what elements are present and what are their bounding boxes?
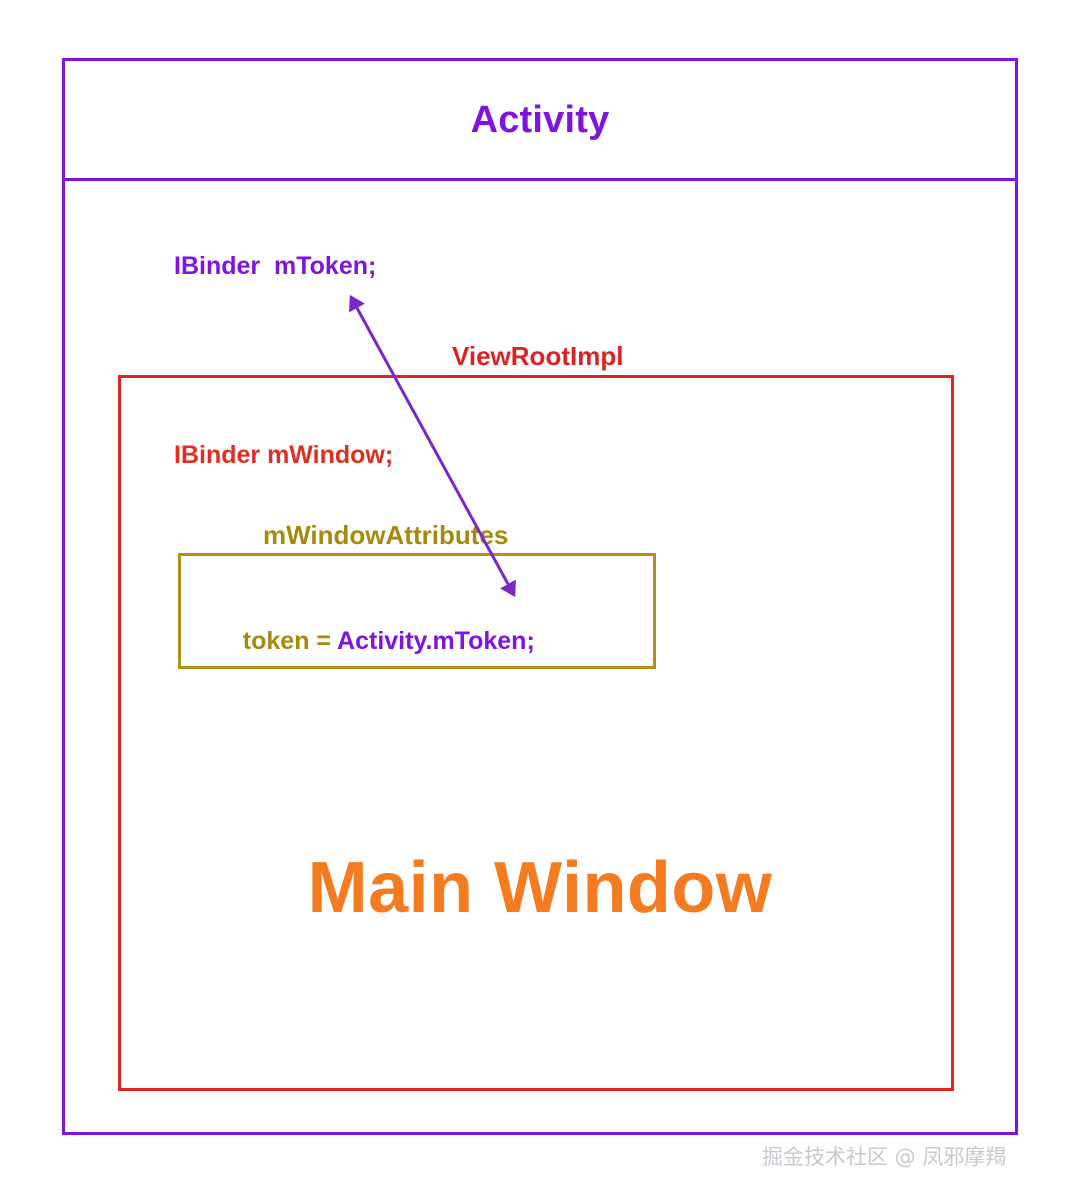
viewrootimpl-mwindow-field: IBinder mWindow; — [174, 441, 394, 469]
viewrootimpl-container — [118, 375, 954, 1091]
activity-container: Activity — [62, 58, 1018, 1135]
watermark-text: 掘金技术社区 @ 凤邪摩羯 — [762, 1145, 1007, 1169]
activity-header: Activity — [65, 61, 1015, 181]
viewrootimpl-label: ViewRootImpl — [452, 341, 624, 371]
token-assignment-line: token = Activity.mToken; — [215, 604, 535, 679]
window-attributes-label: mWindowAttributes — [263, 520, 509, 550]
main-window-label: Main Window — [307, 848, 773, 928]
token-assignment-rhs: Activity.mToken; — [331, 627, 535, 655]
token-assignment-lhs: token = — [242, 627, 332, 655]
activity-title: Activity — [470, 98, 610, 141]
activity-mtoken-field: IBinder mToken; — [174, 252, 377, 280]
